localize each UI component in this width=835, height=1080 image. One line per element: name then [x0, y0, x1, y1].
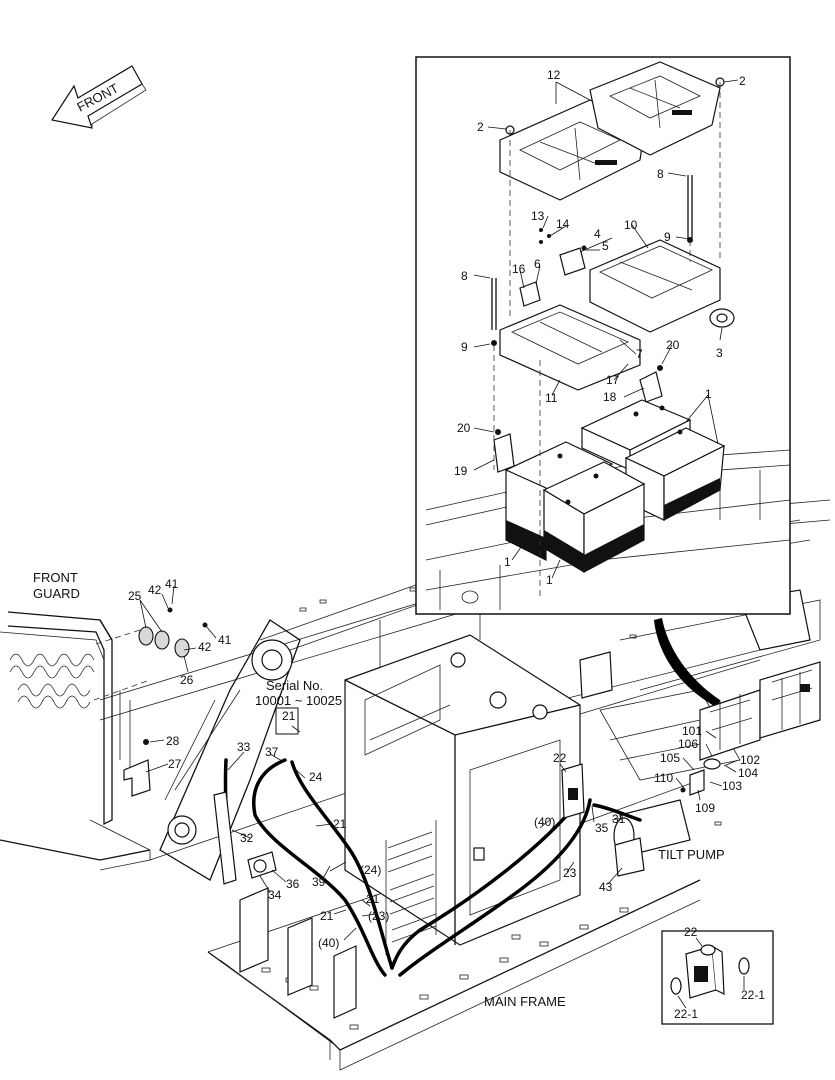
label-22: 22	[553, 751, 567, 765]
label-8a: 8	[657, 167, 664, 181]
label-39: 39	[312, 875, 326, 889]
label-40a: (40)	[534, 815, 555, 829]
label-103: 103	[722, 779, 742, 793]
label-31: 31	[612, 812, 626, 826]
label-1c: 1	[546, 573, 553, 587]
bracket-inset: 22 22-1 22-1	[661, 925, 774, 1025]
label-10: 10	[624, 218, 638, 232]
label-22-1b: 22-1	[674, 1007, 698, 1021]
front-guard-caption-2: GUARD	[33, 586, 80, 601]
label-6: 6	[534, 257, 541, 271]
label-23b: (23)	[368, 909, 389, 923]
label-36: 36	[286, 877, 300, 891]
label-24: 24	[309, 770, 323, 784]
label-28: 28	[166, 734, 180, 748]
label-34: 34	[268, 888, 282, 902]
label-9a: 9	[664, 230, 671, 244]
label-43: 43	[599, 880, 613, 894]
frame-labels: 42 41 25 41 42 26 28 27 21 33 37 24 22 2…	[128, 577, 760, 950]
battery-tray-drawing	[680, 661, 821, 796]
label-110: 110	[654, 771, 673, 785]
label-104: 104	[738, 766, 758, 780]
label-17: 17	[606, 373, 620, 387]
label-35: 35	[595, 821, 609, 835]
label-105: 105	[660, 751, 680, 765]
label-26: 26	[180, 673, 194, 687]
label-41b: 41	[218, 633, 232, 647]
label-42b: 42	[198, 640, 212, 654]
label-9b: 9	[461, 340, 468, 354]
cables-drawing	[213, 618, 720, 977]
label-20a: 20	[666, 338, 680, 352]
label-2b: 2	[477, 120, 484, 134]
label-21b: 21	[333, 817, 347, 831]
label-7: 7	[636, 347, 643, 361]
front-guard-caption-1: FRONT	[33, 570, 78, 585]
label-8b: 8	[461, 269, 468, 283]
label-101: 101	[682, 724, 702, 738]
serial-caption-1: Serial No.	[266, 678, 323, 693]
label-3: 3	[716, 346, 723, 360]
label-27: 27	[168, 757, 182, 771]
battery-inset: 12 2 2 8 13 14 4 5 10 9 16 6 8 3 9 7 20 …	[415, 56, 791, 615]
label-41a: 41	[165, 577, 179, 591]
front-guard-drawing	[0, 607, 208, 871]
label-40b: (40)	[318, 936, 339, 950]
label-20b: 20	[457, 421, 471, 435]
label-23: 23	[563, 866, 577, 880]
label-33: 33	[237, 740, 251, 754]
label-32: 32	[240, 831, 254, 845]
label-1a: 1	[705, 387, 712, 401]
label-13: 13	[531, 209, 545, 223]
label-24b: (24)	[360, 863, 381, 877]
label-11: 11	[545, 391, 558, 405]
label-109: 109	[695, 801, 715, 815]
main-frame-caption: MAIN FRAME	[484, 994, 566, 1009]
label-16: 16	[512, 262, 526, 276]
label-2a: 2	[739, 74, 746, 88]
leader-lines	[139, 585, 739, 941]
label-22-1a: 22-1	[741, 988, 765, 1002]
label-14: 14	[556, 217, 570, 231]
label-102: 102	[740, 753, 760, 767]
label-21a: 21	[282, 709, 296, 723]
label-19: 19	[454, 464, 468, 478]
captions: FRONT GUARD Serial No. 10001 ~ 10025 TIL…	[33, 570, 725, 1009]
label-1b: 1	[504, 555, 511, 569]
label-42a: 42	[148, 583, 162, 597]
label-18: 18	[603, 390, 617, 404]
label-22-inset: 22	[684, 925, 698, 939]
label-5: 5	[602, 239, 609, 253]
label-21c: 21	[366, 892, 380, 906]
label-4: 4	[594, 227, 601, 241]
label-12: 12	[547, 68, 561, 82]
serial-caption-2: 10001 ~ 10025	[255, 693, 342, 708]
tilt-pump-caption: TILT PUMP	[658, 847, 725, 862]
label-106: 106	[678, 737, 698, 751]
label-25: 25	[128, 589, 142, 603]
label-21d: 21	[320, 909, 334, 923]
front-arrow-icon: FRONT	[51, 65, 147, 129]
label-37: 37	[265, 745, 279, 759]
